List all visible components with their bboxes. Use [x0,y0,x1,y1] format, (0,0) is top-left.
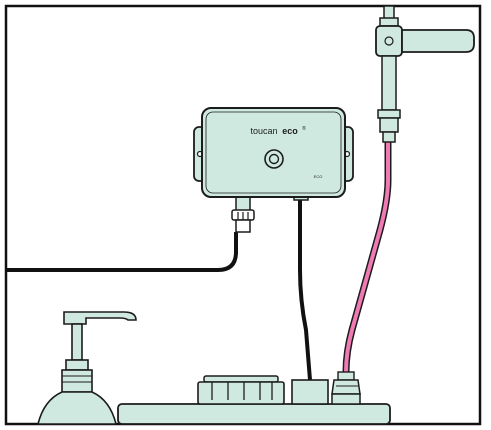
device-small-print: ECO [314,174,323,179]
faucet-nut-middle [377,109,401,119]
tank-cap-top [203,375,279,383]
pump-head [63,311,137,325]
brand-name: toucan [250,126,277,136]
faucet-valve-body [375,25,403,57]
power-button-icon [268,153,280,165]
tube-fitting-base [331,393,361,405]
pump-stem [71,323,83,361]
brand-mark: ® [302,125,306,132]
valve-knob-icon [384,36,394,46]
tank-unit [117,371,391,425]
tank-cap [197,381,285,405]
faucet-stem [381,55,397,111]
faucet-coupling [379,117,399,133]
toucan-eco-device: toucan eco ® ECO [193,107,354,198]
faucet-assembly [375,5,475,143]
soap-pump-bottle [36,311,137,425]
power-cable-left [6,232,238,272]
faucet-nut-top [379,17,399,27]
faucet-spout [401,29,475,53]
brand-suffix: eco [282,126,298,136]
pink-tube [344,138,390,374]
device-housing-inset [205,111,342,194]
tube-fitting-top [337,371,355,381]
tank-power-connector [291,379,329,405]
power-plug-icon [231,195,255,233]
bottle-body [36,391,118,425]
tank-body [117,403,391,425]
tube-fitting-nut [331,379,361,395]
faucet-outlet [382,131,396,143]
black-cable-device-to-tank [298,198,312,381]
bottle-cap [61,369,93,393]
power-button-ring[interactable] [264,149,284,169]
pump-collar [65,359,89,371]
